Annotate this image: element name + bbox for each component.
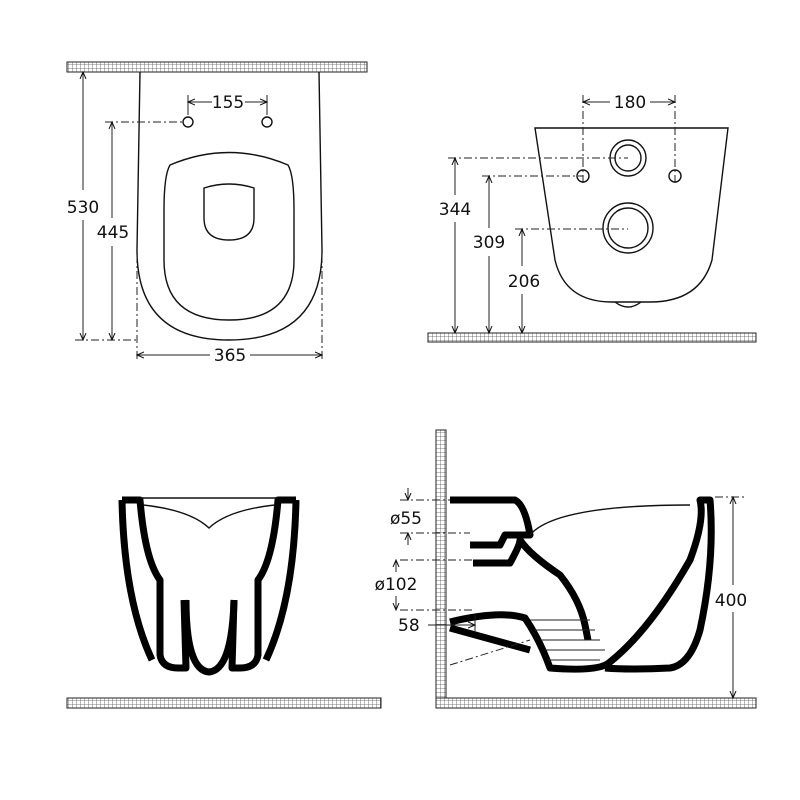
floor-band: [427, 332, 757, 343]
rear-view: 180 344 309 206: [427, 93, 757, 343]
dim-206: 206: [508, 272, 540, 292]
fixing-hole: [182, 116, 194, 128]
dim-530: 530: [67, 198, 99, 218]
outlet-circle: [602, 202, 654, 254]
dim-offset-58: 58: [398, 616, 420, 636]
dim-309: 309: [473, 233, 505, 253]
toilet-outline-top: [136, 71, 323, 341]
dim-180: 180: [614, 93, 646, 113]
dim-outlet-102: ø102: [375, 575, 418, 595]
dim-365: 365: [214, 346, 246, 366]
dim-155: 155: [212, 93, 244, 113]
bowl-opening: [203, 183, 255, 241]
dim-inlet-55: ø55: [390, 509, 422, 529]
front-view: [66, 496, 382, 709]
fixing-hole: [261, 116, 273, 128]
dim-400: 400: [715, 591, 747, 611]
dim-445: 445: [97, 223, 129, 243]
rear-outline: [534, 127, 729, 303]
floor-band: [66, 697, 382, 709]
side-view: ø55 ø102 58 400: [375, 429, 757, 709]
top-view: 155 530 445 365: [66, 61, 368, 366]
dim-344: 344: [439, 200, 471, 220]
bowl-seat: [163, 151, 295, 321]
floor-band: [435, 697, 757, 709]
wall-band: [66, 61, 368, 73]
wall-band: [435, 429, 447, 699]
